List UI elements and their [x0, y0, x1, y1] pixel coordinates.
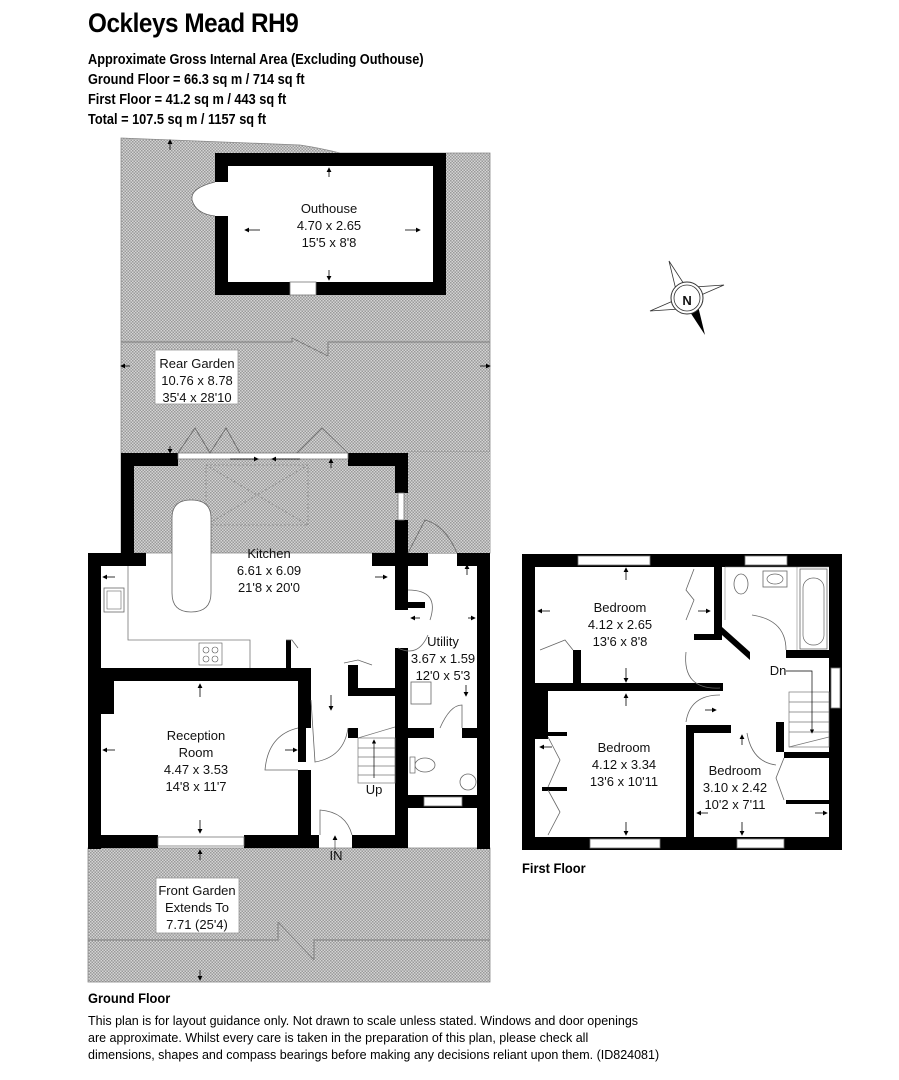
kitchen-island [171, 499, 212, 613]
bedroom3-imperial: 10'2 x 7'11 [704, 797, 765, 812]
plan-title: Ockleys Mead RH9 [88, 8, 299, 38]
first-floor-stairs [786, 670, 830, 748]
first-floor-area: First Floor = 41.2 sq m / 443 sq ft [88, 92, 287, 108]
front-garden-name-2: Extends To [165, 900, 229, 915]
bedroom2-name: Bedroom [598, 740, 651, 755]
bedroom1-imperial: 13'6 x 8'8 [593, 634, 648, 649]
skylight [205, 464, 309, 526]
first-floor-label: First Floor [522, 860, 586, 876]
bedroom2-metric: 4.12 x 3.34 [592, 757, 656, 772]
outhouse-imperial: 15'5 x 8'8 [302, 235, 357, 250]
front-garden-metric: 7.71 (25'4) [166, 917, 228, 932]
bedroom1-metric: 4.12 x 2.65 [588, 617, 652, 632]
ground-floor-windows [157, 452, 463, 847]
utility-name: Utility [427, 634, 459, 649]
utility-imperial: 12'0 x 5'3 [416, 668, 471, 683]
ground-floor-label: Ground Floor [88, 990, 171, 1006]
first-floor-doors [539, 568, 787, 836]
gia-subtitle: Approximate Gross Internal Area (Excludi… [88, 52, 424, 68]
stairs-up-label: Up [366, 782, 383, 797]
first-floor-plan: Bedroom 4.12 x 2.65 13'6 x 8'8 Bedroom 4… [522, 554, 842, 850]
hob [198, 642, 223, 666]
rear-garden-imperial: 35'4 x 28'10 [162, 390, 231, 405]
kitchen-imperial: 21'8 x 20'0 [238, 580, 300, 595]
ground-floor-stairs [357, 726, 396, 784]
front-garden-area [87, 847, 491, 983]
bedroom1-name: Bedroom [594, 600, 647, 615]
bath [799, 568, 828, 650]
ground-floor-walls [88, 453, 490, 849]
outhouse-walls [191, 153, 446, 296]
stairs-down-label: Dn [770, 663, 787, 678]
utility-sink [410, 681, 432, 705]
bedroom2-imperial: 13'6 x 10'11 [590, 774, 658, 789]
ground-floor-plan: Outhouse 4.70 x 2.65 15'5 x 8'8 Rear Gar… [87, 137, 491, 983]
kitchen-metric: 6.61 x 6.09 [237, 563, 301, 578]
entrance-label: IN [330, 848, 343, 863]
first-wc [733, 573, 749, 595]
outhouse-metric: 4.70 x 2.65 [297, 218, 361, 233]
reception-name-1: Reception [167, 728, 226, 743]
rear-garden-name: Rear Garden [159, 356, 234, 371]
bedroom3-name: Bedroom [709, 763, 762, 778]
rear-garden-metric: 10.76 x 8.78 [161, 373, 233, 388]
kitchen-sink [103, 587, 125, 613]
reception-metric: 4.47 x 3.53 [164, 762, 228, 777]
first-basin [762, 570, 788, 588]
disclaimer-line-3: dimensions, shapes and compass bearings … [88, 1047, 660, 1062]
disclaimer-line-1: This plan is for layout guidance only. N… [88, 1013, 639, 1028]
first-floor-windows [577, 555, 841, 849]
bedroom3-metric: 3.10 x 2.42 [703, 780, 767, 795]
reception-imperial: 14'8 x 11'7 [165, 779, 226, 794]
ground-basin [459, 773, 477, 791]
compass-icon: N [649, 260, 725, 335]
front-garden-name-1: Front Garden [158, 883, 235, 898]
ground-wc [414, 757, 436, 773]
ground-floor-area: Ground Floor = 66.3 sq m / 714 sq ft [88, 72, 305, 88]
dimension-arrows [102, 139, 491, 981]
outhouse-name: Outhouse [301, 201, 357, 216]
reception-name-2: Room [179, 745, 214, 760]
disclaimer-line-2: are approximate. Whilst every care is ta… [88, 1030, 589, 1045]
total-area: Total = 107.5 sq m / 1157 sq ft [88, 112, 267, 128]
utility-metric: 3.67 x 1.59 [411, 651, 475, 666]
ground-floor-doors [264, 519, 463, 836]
disclaimer: This plan is for layout guidance only. N… [88, 1012, 690, 1063]
kitchen-name: Kitchen [247, 546, 290, 561]
compass-north-label: N [682, 293, 691, 308]
